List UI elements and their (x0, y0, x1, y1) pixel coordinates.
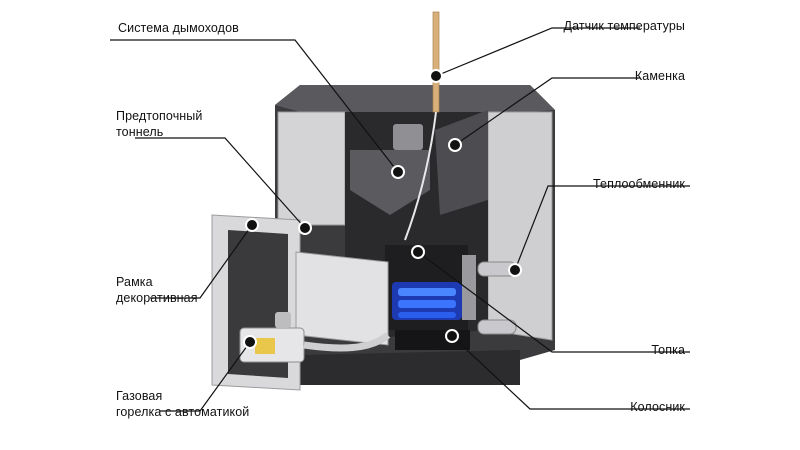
stove-body (275, 85, 555, 385)
label-prefire-tunnel-line1: Предтопочный (116, 109, 203, 123)
leader-lines (110, 27, 690, 412)
label-grate: Колосник (630, 400, 685, 414)
label-temperature-sensor: Датчик температуры (563, 19, 685, 33)
label-prefire-tunnel-line2: тоннель (116, 125, 164, 139)
label-firebox: Топка (651, 343, 685, 357)
label-chimney-system: Система дымоходов (118, 21, 239, 35)
callout-markers (243, 69, 522, 349)
label-frame-line2: декоративная (116, 291, 198, 305)
temperature-sensor-rod (404, 11, 440, 241)
label-burner-line2: горелка с автоматикой (116, 405, 250, 419)
flame-graphic (392, 282, 462, 320)
gas-burner-unit (239, 312, 391, 363)
label-stone-box: Каменка (634, 69, 685, 83)
label-burner-line1: Газовая (116, 389, 163, 403)
heat-exchanger-pipes (462, 255, 517, 335)
label-frame-line1: Рамка (116, 275, 153, 289)
decorative-frame-door (211, 214, 301, 391)
firebox-door (295, 251, 389, 346)
label-heat-exchanger: Теплообменник (593, 177, 685, 191)
